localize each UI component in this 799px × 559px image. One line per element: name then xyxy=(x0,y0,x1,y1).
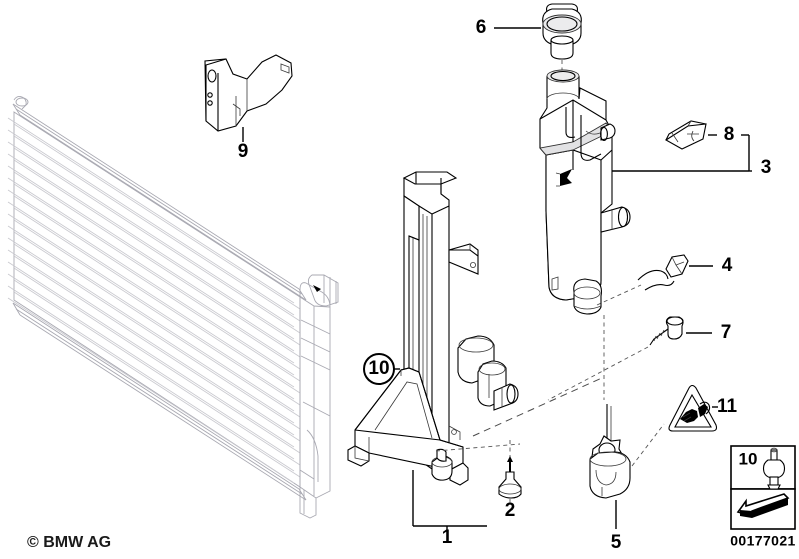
expanding-rivet-icon xyxy=(762,447,786,490)
part-5-coolant-level-sensor xyxy=(589,404,665,529)
legend-box: 10 xyxy=(730,445,796,530)
radiator-assembly xyxy=(7,95,339,519)
part-number-label: 00177021 xyxy=(730,533,796,549)
part-4-retaining-clip xyxy=(596,254,713,306)
callout-7: 7 xyxy=(721,322,732,343)
copyright-label: © BMW AG xyxy=(27,534,111,551)
callout-11: 11 xyxy=(717,396,738,417)
callout-2: 2 xyxy=(505,500,516,521)
part-1-mounting-bracket-assembly xyxy=(347,171,605,531)
callout-6: 6 xyxy=(476,17,487,38)
part-8-tank-retaining-clip xyxy=(664,120,717,150)
callout-1: 1 xyxy=(442,527,453,548)
callout-9: 9 xyxy=(238,141,249,162)
callout-4: 4 xyxy=(722,255,733,276)
part-11-hand-crush-warning-symbol xyxy=(668,384,718,432)
radiator-fins xyxy=(7,117,301,484)
part-3-expansion-tank xyxy=(539,69,752,400)
callout-8: 8 xyxy=(724,124,735,145)
callout-10: 10 xyxy=(368,358,389,379)
callout-3: 3 xyxy=(761,157,772,178)
callout-5: 5 xyxy=(611,532,622,553)
part-9-radiator-mounting-bracket xyxy=(204,54,293,142)
legend-number: 10 xyxy=(739,449,758,468)
callout-numbers: 1 2 3 4 5 6 7 8 9 11 10 xyxy=(238,17,772,553)
bent-arrow-icon xyxy=(736,493,790,518)
footer: © BMW AG 00177021 xyxy=(27,533,796,552)
callout-10-circle xyxy=(363,353,395,385)
part-2-expanding-rivet xyxy=(498,440,522,504)
part-7-self-tapping-screw xyxy=(547,316,712,401)
